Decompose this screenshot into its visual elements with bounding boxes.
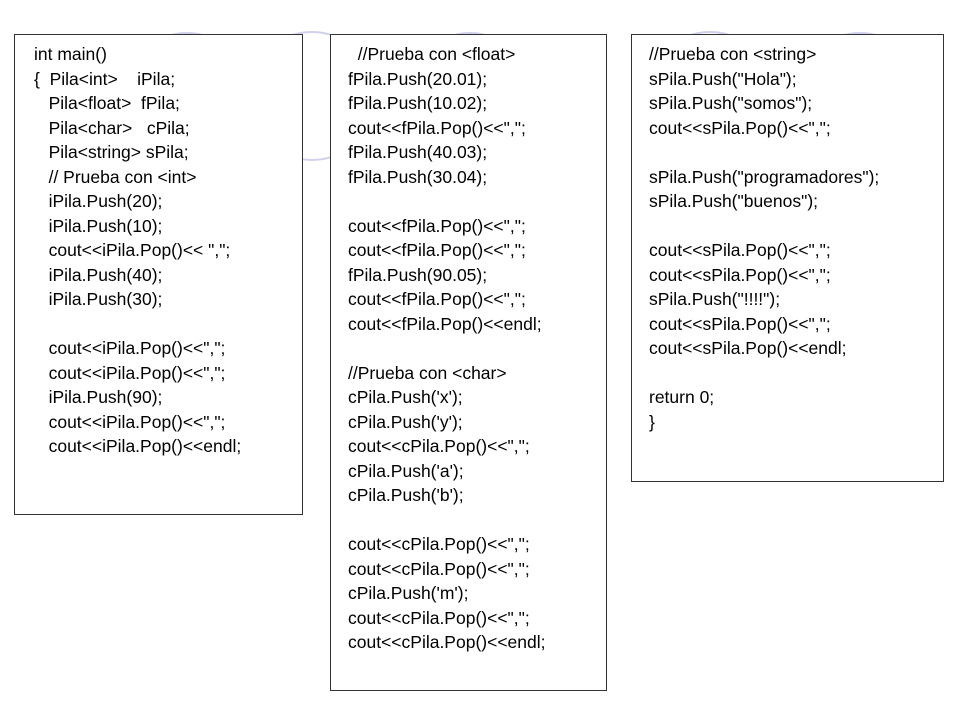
code-line: cPila.Push('x'); bbox=[348, 387, 463, 407]
code-line: cPila.Push('y'); bbox=[348, 411, 463, 432]
code-panel-main: int main() { Pila<int> iPila; Pila<float>… bbox=[14, 34, 303, 515]
code-line bbox=[649, 140, 943, 165]
code-line bbox=[348, 508, 606, 533]
code-line: //Prueba con <string> bbox=[649, 44, 817, 64]
code-line: cout<<cPila.Pop()<<","; bbox=[348, 607, 530, 628]
code-line: Pila<float> fPila; bbox=[34, 93, 180, 113]
code-line: int main() bbox=[34, 44, 107, 64]
code-panel-float-char: //Prueba con <float> fPila.Push(20.01); fP… bbox=[330, 34, 607, 691]
code-line: iPila.Push(20); bbox=[34, 191, 163, 211]
code-line: Pila<string> sPila; bbox=[34, 142, 189, 162]
code-line: // Prueba con <int> bbox=[34, 166, 197, 187]
code-line: cout<<iPila.Pop()<<","; bbox=[34, 362, 226, 383]
code-line: cout<<sPila.Pop()<<","; bbox=[649, 117, 831, 138]
code-line: cout<<sPila.Pop()<<endl; bbox=[649, 338, 847, 358]
code-lines: int main() { Pila<int> iPila; Pila<float>… bbox=[34, 42, 302, 459]
code-line: iPila.Push(30); bbox=[34, 289, 163, 309]
code-line: cPila.Push('m'); bbox=[348, 583, 469, 603]
code-line: cout<<iPila.Pop()<< ","; bbox=[34, 240, 231, 260]
code-lines: //Prueba con <float> fPila.Push(20.01); fP… bbox=[348, 42, 606, 655]
code-line: cout<<fPila.Pop()<<","; bbox=[348, 289, 526, 309]
code-line: cout<<cPila.Pop()<<","; bbox=[348, 534, 530, 554]
code-line: cout<<sPila.Pop()<<","; bbox=[649, 264, 831, 285]
code-line bbox=[649, 214, 943, 239]
code-line: { Pila<int> iPila; bbox=[34, 68, 176, 89]
code-lines: //Prueba con <string> sPila.Push("Hola");… bbox=[649, 42, 943, 434]
code-line bbox=[348, 189, 606, 214]
code-line: cPila.Push('b'); bbox=[348, 485, 464, 505]
code-line: cout<<cPila.Pop()<<","; bbox=[348, 436, 530, 456]
code-line: cout<<cPila.Pop()<<","; bbox=[348, 558, 530, 579]
code-line bbox=[348, 336, 606, 361]
code-line: iPila.Push(90); bbox=[34, 387, 163, 407]
code-line: cout<<sPila.Pop()<<","; bbox=[649, 240, 831, 260]
code-line: Pila<char> cPila; bbox=[34, 117, 190, 138]
code-line: //Prueba con <float> bbox=[348, 44, 516, 64]
code-line: cPila.Push('a'); bbox=[348, 460, 464, 481]
code-line: cout<<fPila.Pop()<<","; bbox=[348, 240, 526, 260]
code-line: iPila.Push(40); bbox=[34, 264, 163, 285]
code-line: cout<<sPila.Pop()<<","; bbox=[649, 313, 831, 334]
code-line: return 0; bbox=[649, 387, 715, 407]
code-line: fPila.Push(90.05); bbox=[348, 264, 488, 285]
code-line: sPila.Push("Hola"); bbox=[649, 68, 797, 89]
code-line bbox=[34, 312, 302, 337]
code-line: cout<<fPila.Pop()<<","; bbox=[348, 117, 526, 138]
code-line: iPila.Push(10); bbox=[34, 215, 163, 236]
code-line: cout<<cPila.Pop()<<endl; bbox=[348, 632, 546, 652]
code-line: fPila.Push(10.02); bbox=[348, 93, 488, 113]
code-line: sPila.Push("!!!!"); bbox=[649, 289, 781, 309]
code-line: sPila.Push("buenos"); bbox=[649, 191, 819, 211]
code-line: cout<<iPila.Pop()<<endl; bbox=[34, 436, 242, 456]
code-line: } bbox=[649, 411, 655, 432]
code-line: cout<<fPila.Pop()<<endl; bbox=[348, 313, 542, 334]
code-line bbox=[649, 361, 943, 386]
code-line: sPila.Push("somos"); bbox=[649, 93, 813, 113]
code-line: cout<<fPila.Pop()<<","; bbox=[348, 215, 526, 236]
code-line: fPila.Push(40.03); bbox=[348, 142, 488, 162]
code-line: cout<<iPila.Pop()<<","; bbox=[34, 338, 226, 358]
code-line: sPila.Push("programadores"); bbox=[649, 166, 880, 187]
code-line: //Prueba con <char> bbox=[348, 362, 507, 383]
code-line: fPila.Push(20.01); bbox=[348, 68, 488, 89]
code-panel-string: //Prueba con <string> sPila.Push("Hola");… bbox=[631, 34, 944, 482]
code-line: fPila.Push(30.04); bbox=[348, 166, 488, 187]
code-line: cout<<iPila.Pop()<<","; bbox=[34, 411, 226, 432]
